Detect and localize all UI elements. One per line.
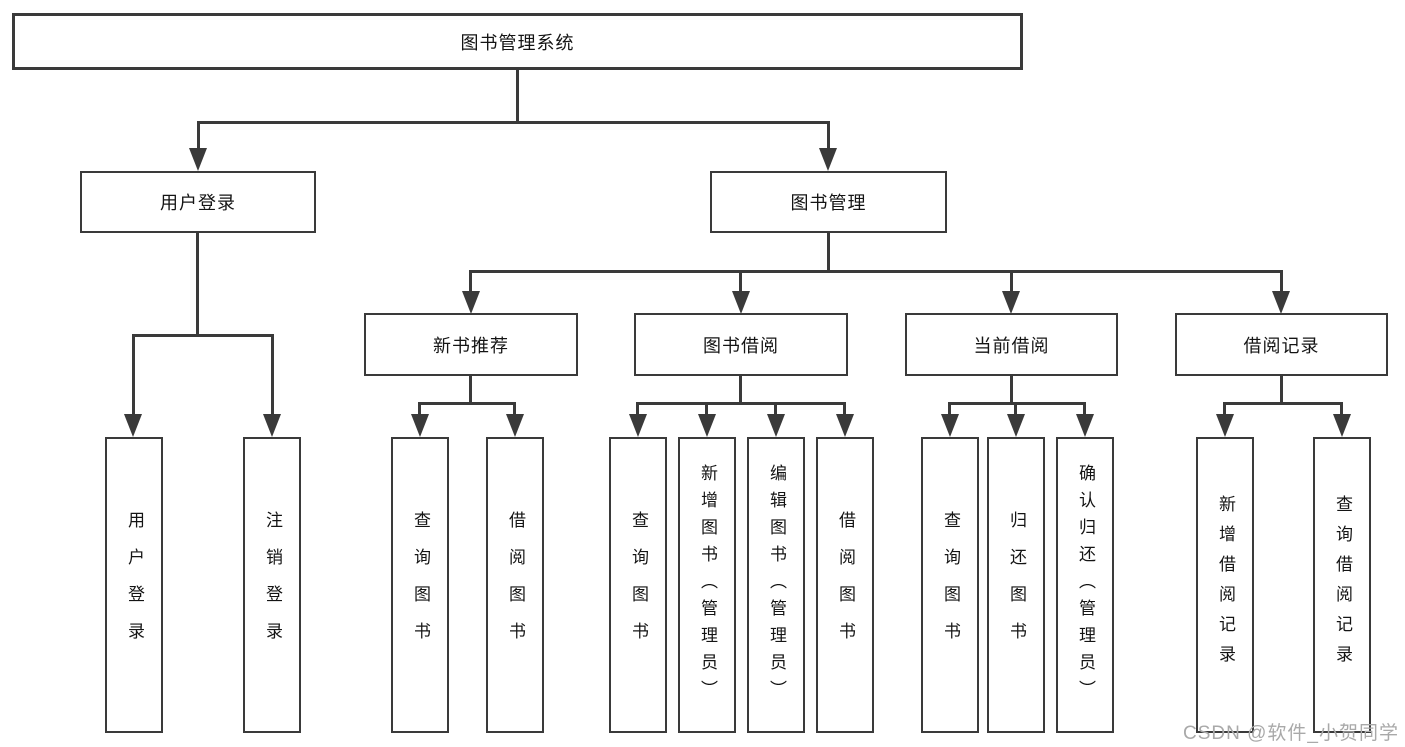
leaf-logout: 注销登录 [243, 437, 301, 733]
arrow-down-icon [629, 414, 647, 437]
arrow-down-icon [941, 414, 959, 437]
arrow-down-icon [1002, 291, 1020, 314]
connector-line [132, 334, 135, 415]
connector-line [513, 402, 516, 416]
connector-line [774, 402, 777, 416]
connector-line [948, 402, 951, 416]
connector-line [418, 402, 516, 405]
leaf-add-book-admin: 新增图书（管理员） [678, 437, 736, 733]
csdn-watermark: CSDN @软件_小贺同学 [1183, 723, 1399, 744]
leaf-return-books: 归还图书 [987, 437, 1045, 733]
connector-line [469, 376, 472, 405]
connector-line [705, 402, 708, 416]
leaf-user-login: 用户登录 [105, 437, 163, 733]
connector-line [1083, 402, 1086, 416]
arrow-down-icon [732, 291, 750, 314]
arrow-down-icon [767, 414, 785, 437]
connector-line [1010, 376, 1013, 405]
connector-line [1280, 376, 1283, 405]
leaf-add-borrow-record: 新增借阅记录 [1196, 437, 1254, 733]
leaf-query-books-recommend: 查询图书 [391, 437, 449, 733]
connector-line [827, 121, 830, 150]
arrow-down-icon [124, 414, 142, 437]
connector-line [636, 402, 639, 416]
arrow-down-icon [1216, 414, 1234, 437]
connector-line [636, 402, 846, 405]
connector-line [197, 121, 200, 150]
arrow-down-icon [506, 414, 524, 437]
connector-line [1223, 402, 1343, 405]
leaf-query-books-borrowing: 查询图书 [609, 437, 667, 733]
leaf-confirm-return-admin: 确认归还（管理员） [1056, 437, 1114, 733]
arrow-down-icon [1007, 414, 1025, 437]
connector-line [197, 121, 830, 124]
arrow-down-icon [1076, 414, 1094, 437]
connector-line [469, 270, 1283, 273]
connector-line [469, 270, 472, 292]
node-user-login: 用户登录 [80, 171, 316, 233]
connector-line [196, 233, 199, 336]
arrow-down-icon [698, 414, 716, 437]
node-new-book-recommend: 新书推荐 [364, 313, 578, 376]
leaf-edit-book-admin: 编辑图书（管理员） [747, 437, 805, 733]
connector-line [1280, 270, 1283, 292]
arrow-down-icon [263, 414, 281, 437]
connector-line [271, 334, 274, 415]
connector-line [132, 334, 274, 337]
node-current-borrowing: 当前借阅 [905, 313, 1118, 376]
arrow-down-icon [1333, 414, 1351, 437]
arrow-down-icon [836, 414, 854, 437]
connector-line [1340, 402, 1343, 416]
node-book-management: 图书管理 [710, 171, 947, 233]
connector-line [827, 233, 830, 272]
node-book-borrowing: 图书借阅 [634, 313, 848, 376]
connector-line [516, 70, 519, 123]
connector-line [1223, 402, 1226, 416]
arrow-down-icon [1272, 291, 1290, 314]
leaf-query-books-current: 查询图书 [921, 437, 979, 733]
leaf-borrow-books-recommend: 借阅图书 [486, 437, 544, 733]
leaf-borrow-books-borrowing: 借阅图书 [816, 437, 874, 733]
connector-line [1014, 402, 1017, 416]
connector-line [739, 270, 742, 292]
connector-line [843, 402, 846, 416]
arrow-down-icon [819, 148, 837, 171]
leaf-query-borrow-record: 查询借阅记录 [1313, 437, 1371, 733]
arrow-down-icon [189, 148, 207, 171]
connector-line [418, 402, 421, 416]
node-borrow-records: 借阅记录 [1175, 313, 1388, 376]
node-root: 图书管理系统 [12, 13, 1023, 70]
arrow-down-icon [411, 414, 429, 437]
connector-line [739, 376, 742, 405]
connector-line [948, 402, 1086, 405]
connector-line [1010, 270, 1013, 292]
arrow-down-icon [462, 291, 480, 314]
